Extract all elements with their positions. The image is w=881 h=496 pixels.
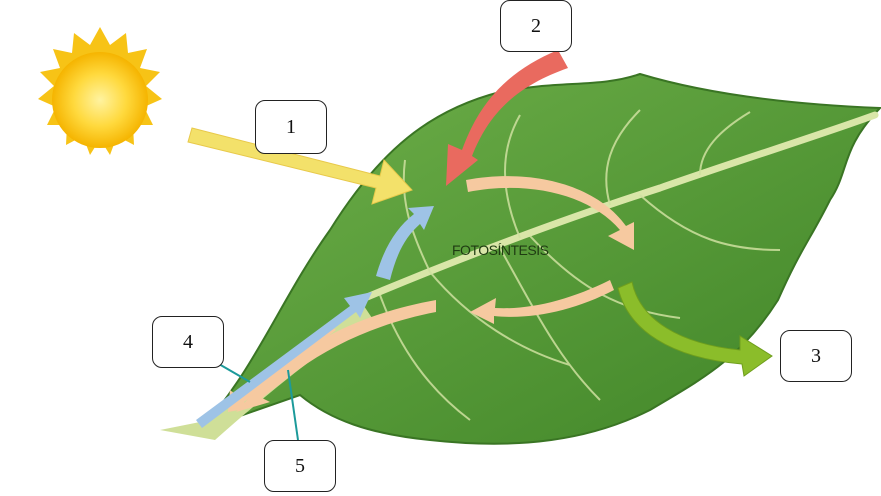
label-2-text: 2 xyxy=(531,15,541,38)
label-5-text: 5 xyxy=(295,455,305,478)
label-box-4: 4 xyxy=(152,316,224,368)
label-box-5: 5 xyxy=(264,440,336,492)
label-1-text: 1 xyxy=(286,116,296,139)
label-box-2: 2 xyxy=(500,0,572,52)
label-box-3: 3 xyxy=(780,330,852,382)
center-label: FOTOSÍNTESIS xyxy=(452,242,548,258)
label-3-text: 3 xyxy=(811,345,821,368)
sun-icon xyxy=(38,27,162,155)
label-4-text: 4 xyxy=(183,331,193,354)
label-box-1: 1 xyxy=(255,100,327,154)
